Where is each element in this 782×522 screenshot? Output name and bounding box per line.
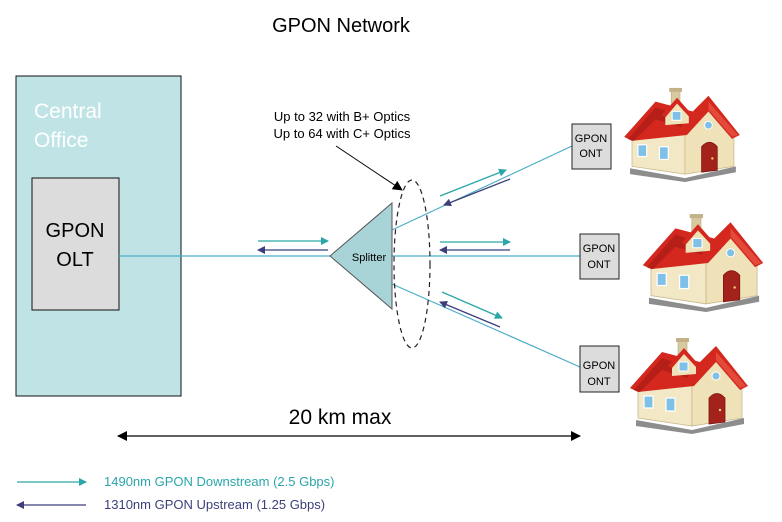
ont-2-label-line1: GPON (583, 243, 615, 255)
top-upstream-arrow (443, 178, 511, 207)
olt-label-line1: GPON (46, 220, 105, 242)
splitter-note-line2: Up to 64 with C+ Optics (274, 126, 411, 141)
house-1-icon (623, 87, 740, 182)
ont-1: GPON ONT (571, 123, 612, 170)
splitter-label: Splitter (352, 252, 387, 264)
central-office-label-line2: Office (34, 129, 88, 152)
legend-downstream-label: 1490nm GPON Downstream (2.5 Gbps) (104, 474, 334, 489)
ont-2-label-line2: ONT (587, 259, 611, 271)
ont-1-label-line1: GPON (575, 133, 607, 145)
diagram-title: GPON Network (272, 15, 411, 37)
ont-1-label-line2: ONT (579, 148, 603, 160)
house-3-icon (629, 337, 748, 434)
branch-fiber-bottom (391, 283, 581, 368)
splitter-note-pointer (335, 145, 403, 191)
split-ratio-ellipse (393, 179, 431, 349)
legend-upstream-label: 1310nm GPON Upstream (1.25 Gbps) (104, 497, 325, 512)
branch-fiber-top (391, 145, 573, 231)
splitter-note-line1: Up to 32 with B+ Optics (274, 109, 411, 124)
olt-label-line2: OLT (56, 249, 93, 271)
central-office-label-line1: Central (34, 100, 102, 123)
ont-3-label-line1: GPON (583, 360, 615, 372)
top-downstream-arrow (439, 168, 507, 197)
ont-2: GPON ONT (579, 233, 620, 280)
splitter-shape (329, 201, 393, 311)
house-2-icon (642, 213, 764, 312)
olt-box (31, 177, 120, 311)
ont-3-label-line2: ONT (587, 376, 611, 388)
bottom-downstream-arrow (441, 291, 503, 319)
distance-label: 20 km max (289, 406, 392, 429)
bottom-upstream-arrow (439, 301, 501, 328)
ont-3: GPON ONT (579, 345, 620, 393)
